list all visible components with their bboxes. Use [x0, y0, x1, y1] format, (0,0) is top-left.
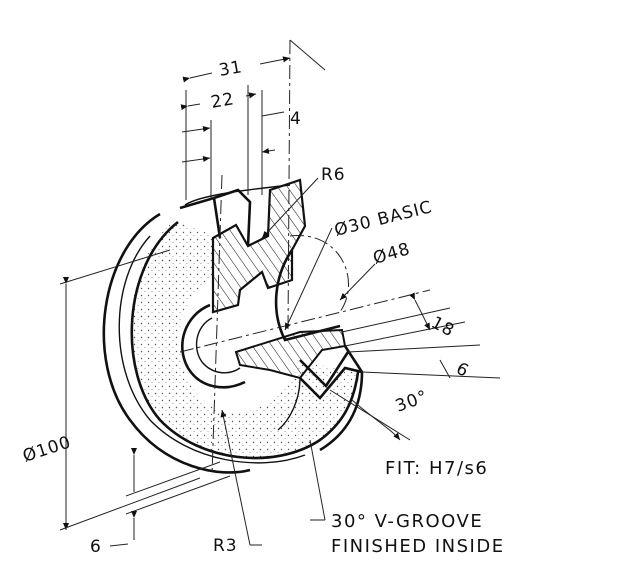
dim-31-label: 31 [217, 57, 244, 81]
radius-r6-label: R6 [321, 165, 346, 185]
top-dimensions [180, 39, 326, 200]
dim-6-bottom-ext-1 [125, 461, 221, 497]
dim-tick-left-1 [181, 126, 211, 133]
front-face-outline [130, 220, 360, 460]
leaders [220, 177, 376, 546]
bore-inner [195, 317, 241, 374]
dim-31-left-arrow [182, 72, 213, 83]
hub-centerline [287, 39, 291, 331]
groove-section [234, 328, 347, 380]
phantom-circle-48 [289, 235, 349, 313]
dim-tick-left-2 [181, 156, 211, 163]
diameter-30-label: Ø30 BASIC [332, 197, 434, 241]
angle-30-leg [329, 389, 411, 441]
radius-r3-label: R3 [213, 536, 238, 556]
dim-6-bottom-ext-2 [125, 475, 231, 515]
angle-30-arc [351, 399, 401, 441]
dim-100-ext-top [59, 249, 171, 285]
groove-18-label: 18 [428, 313, 458, 342]
vgroove-note-line2: FINISHED INSIDE [331, 536, 505, 557]
hub-section [211, 178, 307, 314]
leader-d30 [284, 227, 333, 331]
hub-right-curve [274, 249, 341, 342]
dim-22-label: 22 [209, 89, 236, 113]
pulley-body [102, 178, 364, 474]
groove-v-outline [299, 351, 363, 400]
dim-4-line [261, 111, 285, 117]
leader-r6 [261, 177, 319, 239]
dim-100-ext-bottom [59, 477, 201, 531]
right-flange-edge-2 [277, 377, 301, 431]
groove-ext-3 [347, 344, 481, 353]
dim-6-groove-line [439, 359, 451, 379]
groove-dimensions [329, 292, 501, 441]
slant-ext-line [289, 39, 326, 71]
center-lines [179, 39, 431, 476]
dim-22-right [245, 92, 257, 99]
dim-tick-right [261, 147, 276, 154]
rim-inner-edge [118, 235, 306, 464]
top-flange-detail [184, 184, 291, 206]
dim-31-right-arrow [259, 56, 291, 65]
bottom-6-label: 6 [90, 537, 102, 557]
diameter-48-label: Ø48 [371, 239, 413, 269]
dim-4-label: 4 [290, 109, 302, 129]
angle-30-label: 30° [393, 387, 431, 417]
fit-note: FIT: H7/s6 [385, 458, 488, 479]
leader-d48 [339, 263, 376, 301]
groove-ext-4 [361, 371, 501, 379]
leader-vgroove [309, 439, 326, 521]
groove-6-label: 6 [453, 359, 473, 382]
horizontal-centerline [179, 289, 431, 353]
dim-6-bottom-shoulder [109, 543, 129, 547]
leader-r3 [220, 409, 251, 546]
vertical-centerline [211, 174, 223, 476]
outer-rim-arc [102, 212, 251, 474]
groove-ext-2 [344, 321, 466, 347]
top-flange [179, 188, 252, 247]
vgroove-note-line1: 30° V-GROOVE [331, 511, 483, 532]
dim-18-line [409, 292, 431, 331]
bore-outline [180, 303, 246, 389]
bottom-6-dimension [109, 448, 231, 547]
front-face-stipple [130, 220, 360, 459]
dim-22-left [180, 103, 201, 111]
groove-ext-1 [341, 307, 451, 333]
diameter-100-dimension [59, 249, 201, 531]
right-flange-edge [319, 345, 364, 452]
